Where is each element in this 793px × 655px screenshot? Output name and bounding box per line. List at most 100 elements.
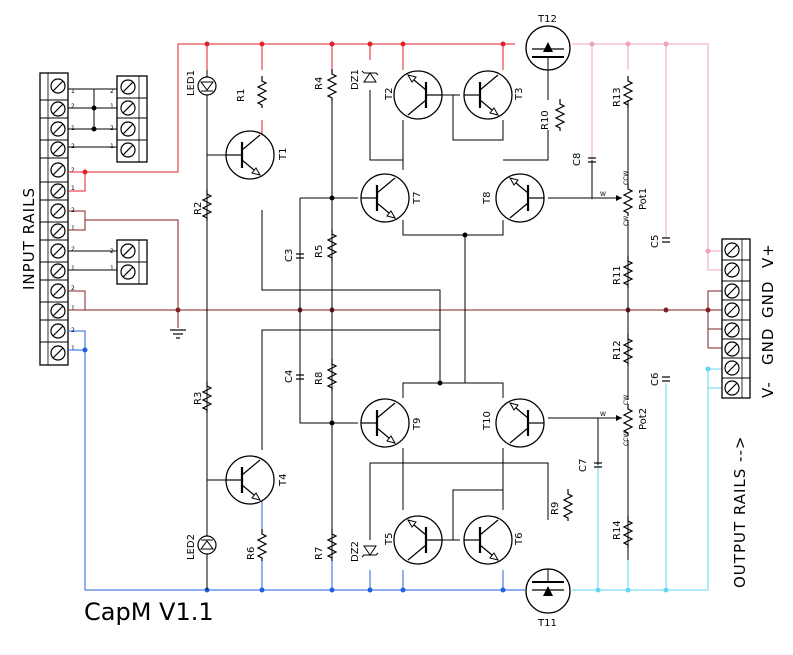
svg-text:R11: R11 (612, 265, 623, 285)
svg-text:1: 1 (71, 305, 75, 312)
svg-text:1: 1 (71, 88, 75, 95)
transistor-T7: T7 (359, 172, 423, 224)
signal-wiring (206, 60, 629, 590)
resistor-R6: R6 (246, 528, 267, 562)
input-internal-wiring (68, 88, 117, 271)
resistor-R11: R11 (612, 255, 633, 289)
svg-text:R2: R2 (193, 202, 204, 215)
resistor-R3: R3 (193, 380, 212, 414)
svg-text:CW: CW (623, 395, 630, 405)
zener-DZ2: DZ2 (350, 541, 379, 562)
transistor-T9: T9 (359, 397, 423, 449)
capacitor-C5: C5 (650, 235, 670, 248)
resistor-R14: R14 (612, 515, 633, 549)
transistor-T10: T10 (482, 397, 546, 449)
aux-terminal-block-bottom: 21 (110, 239, 148, 285)
svg-text:R13: R13 (612, 87, 623, 107)
resistor-R1: R1 (236, 75, 267, 109)
svg-text:R1: R1 (236, 89, 247, 102)
resistor-R10: R10 (540, 98, 565, 132)
svg-text:T2: T2 (384, 88, 395, 101)
transistor-T1: T1 (224, 129, 289, 181)
aux-terminal-block-top: 21 21 (110, 75, 148, 163)
svg-text:R8: R8 (314, 372, 325, 385)
output-rails-label: OUTPUT RAILS --> (731, 436, 749, 588)
resistor-R8: R8 (314, 358, 337, 392)
resistor-R2: R2 (193, 188, 212, 222)
svg-text:W: W (600, 191, 606, 198)
led-LED1: LED1 (186, 70, 217, 96)
svg-text:C8: C8 (572, 153, 583, 166)
capacitor-C7: C7 (578, 459, 602, 472)
svg-text:CCW: CCW (623, 171, 630, 185)
capacitor-C3: C3 (284, 249, 304, 262)
capacitor-C4: C4 (284, 370, 304, 383)
svg-text:T12: T12 (537, 14, 557, 25)
svg-text:LED2: LED2 (186, 534, 197, 560)
svg-text:R9: R9 (550, 502, 561, 515)
input-pin-numbers: 12 12 21 21 21 21 21 (71, 88, 75, 352)
output-label-vminus: V- (759, 381, 777, 398)
negative-output-nodes (595, 366, 711, 593)
positive-output-rail (572, 43, 722, 271)
transistor-T4: T4 (224, 454, 289, 506)
svg-text:2: 2 (71, 167, 75, 174)
svg-text:R10: R10 (540, 110, 551, 130)
svg-text:C4: C4 (284, 370, 295, 383)
svg-text:C5: C5 (650, 235, 661, 248)
svg-text:1: 1 (71, 225, 75, 232)
svg-text:CW: CW (623, 216, 630, 226)
potentiometer-Pot1: Pot1 CCW CW W (600, 171, 649, 226)
svg-text:1: 1 (71, 185, 75, 192)
transistor-T5: T5 (384, 514, 444, 566)
svg-text:T4: T4 (278, 474, 289, 487)
svg-text:R7: R7 (314, 547, 325, 560)
input-rails-label: INPUT RAILS (20, 187, 38, 290)
output-label-gnd-lower: GND (759, 328, 777, 365)
svg-text:R3: R3 (193, 392, 204, 405)
ground-symbol-icon (170, 329, 186, 339)
potentiometer-Pot2: Pot2 CW CCW W (600, 395, 649, 446)
svg-text:T6: T6 (514, 533, 525, 546)
resistor-R4: R4 (314, 68, 337, 102)
ground-rail (68, 210, 722, 349)
transistor-T8: T8 (482, 172, 546, 224)
svg-text:C6: C6 (650, 373, 661, 386)
page-title: CapM V1.1 (84, 598, 214, 626)
output-terminal-block (721, 238, 751, 399)
resistor-R7: R7 (314, 528, 337, 562)
transistor-T11: T11 (525, 568, 571, 629)
svg-text:DZ1: DZ1 (350, 69, 361, 90)
transistor-T3: T3 (462, 69, 525, 121)
zener-DZ1: DZ1 (350, 69, 379, 90)
svg-text:LED1: LED1 (186, 70, 197, 96)
input-terminal-block (39, 72, 69, 366)
resistor-R12: R12 (612, 333, 633, 367)
svg-text:T5: T5 (384, 533, 395, 546)
output-label-gnd-upper: GND (759, 281, 777, 318)
svg-text:Pot1: Pot1 (638, 188, 649, 210)
svg-text:2: 2 (71, 285, 75, 292)
transistor-T12: T12 (525, 14, 571, 71)
transistor-T6: T6 (462, 514, 525, 566)
output-label-vplus: V+ (759, 243, 777, 268)
svg-text:T10: T10 (482, 411, 493, 431)
svg-text:2: 2 (71, 246, 75, 253)
svg-text:R12: R12 (612, 340, 623, 360)
positive-output-nodes (589, 41, 711, 254)
svg-text:1: 1 (71, 345, 75, 352)
svg-text:R4: R4 (314, 77, 325, 90)
svg-text:C7: C7 (578, 459, 589, 472)
svg-text:C3: C3 (284, 249, 295, 262)
svg-text:T9: T9 (412, 418, 423, 431)
svg-text:1: 1 (110, 103, 114, 110)
svg-text:T8: T8 (482, 192, 493, 205)
svg-text:2: 2 (71, 103, 75, 110)
svg-text:CCW: CCW (623, 432, 630, 446)
svg-text:T7: T7 (412, 192, 423, 205)
svg-text:T3: T3 (514, 88, 525, 101)
capacitor-C8: C8 (572, 153, 596, 166)
resistor-R9: R9 (550, 488, 573, 522)
led-LED2: LED2 (186, 534, 217, 560)
